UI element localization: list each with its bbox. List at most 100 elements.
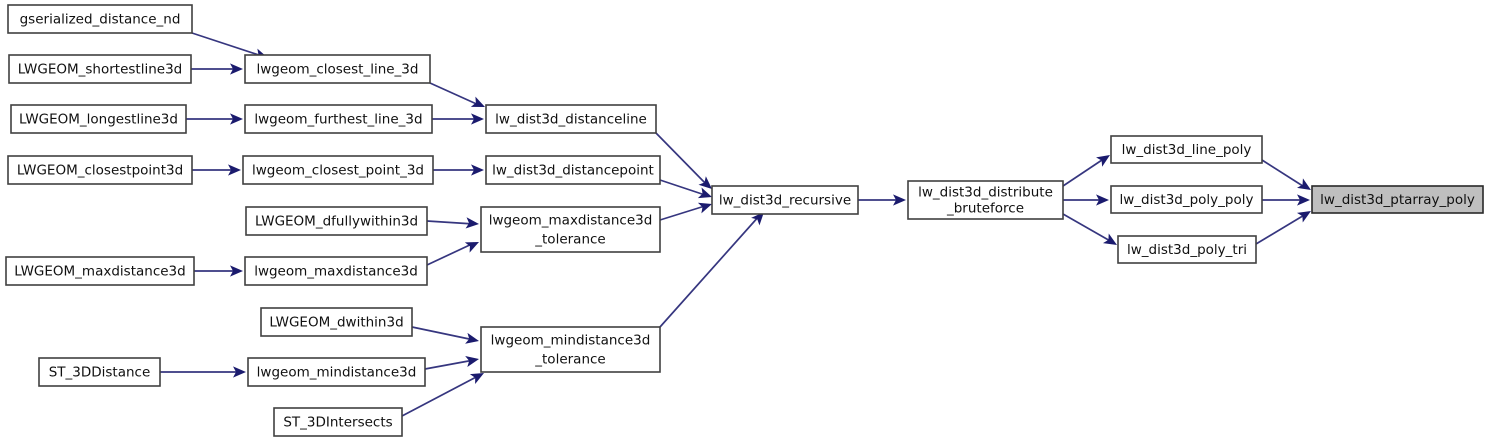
- node-box[interactable]: [244, 104, 433, 134]
- node-label: lw_dist3d_recursive: [719, 193, 851, 209]
- node-box[interactable]: [485, 155, 661, 185]
- node-lw_dist3d_poly_poly[interactable]: lw_dist3d_poly_poly: [1110, 185, 1263, 214]
- node-label: LWGEOM_dfullywithin3d: [255, 214, 418, 230]
- node-box[interactable]: [907, 180, 1064, 220]
- node-lw_dist3d_line_poly[interactable]: lw_dist3d_line_poly: [1110, 135, 1263, 164]
- edges-layer: [160, 32, 1307, 417]
- arrowhead: [751, 212, 764, 226]
- node-label: lw_dist3d_line_poly: [1122, 142, 1252, 158]
- arrowhead: [893, 194, 906, 206]
- arrowhead: [1102, 233, 1117, 245]
- node-lw_dist3d_distancepoint[interactable]: lw_dist3d_distancepoint: [485, 155, 661, 185]
- node-box[interactable]: [7, 4, 193, 34]
- node-label-line1: lwgeom_maxdistance3d: [489, 213, 653, 229]
- node-box[interactable]: [1117, 235, 1257, 264]
- node-ST_3DDistance[interactable]: ST_3DDistance: [38, 357, 161, 387]
- edge-LWGEOM_dwithin3d-to-lwgeom_mindistance3d_tolerance: [411, 326, 475, 341]
- edge-lw_dist3d_poly_tri-to-lw_dist3d_ptarray_poly: [1255, 213, 1307, 245]
- arrowhead: [230, 265, 243, 277]
- edge-lw_dist3d_line_poly-to-lw_dist3d_ptarray_poly: [1261, 159, 1307, 189]
- node-lw_dist3d_ptarray_poly[interactable]: lw_dist3d_ptarray_poly: [1311, 185, 1484, 214]
- node-box[interactable]: [10, 104, 187, 134]
- arrowheads-layer: [228, 48, 1311, 385]
- arrowhead: [464, 242, 479, 253]
- arrowhead: [465, 217, 479, 229]
- node-label: LWGEOM_closestpoint3d: [17, 163, 183, 179]
- node-label: lw_dist3d_ptarray_poly: [1320, 192, 1475, 208]
- node-lwgeom_maxdistance3d[interactable]: lwgeom_maxdistance3d: [244, 256, 428, 286]
- node-box[interactable]: [38, 357, 161, 387]
- node-label: lwgeom_mindistance3d: [257, 365, 417, 381]
- node-LWGEOM_dfullywithin3d[interactable]: LWGEOM_dfullywithin3d: [245, 206, 428, 236]
- node-label: gserialized_distance_nd: [20, 12, 181, 28]
- edge-lw_dist3d_distancepoint-to-lw_dist3d_recursive: [659, 179, 709, 197]
- node-LWGEOM_longestline3d[interactable]: LWGEOM_longestline3d: [10, 104, 187, 134]
- arrowhead: [469, 373, 484, 385]
- arrowhead: [465, 355, 479, 367]
- node-box[interactable]: [5, 256, 195, 286]
- arrowhead: [465, 332, 479, 344]
- arrowhead: [697, 187, 712, 199]
- node-LWGEOM_shortestline3d[interactable]: LWGEOM_shortestline3d: [8, 54, 192, 84]
- node-box[interactable]: [485, 104, 657, 134]
- node-lwgeom_closest_line_3d[interactable]: lwgeom_closest_line_3d: [244, 54, 431, 84]
- edge-lwgeom_mindistance3d-to-lwgeom_mindistance3d_tolerance: [424, 359, 475, 370]
- nodes-layer: gserialized_distance_ndLWGEOM_shortestli…: [5, 4, 1484, 437]
- node-label-line1: lwgeom_mindistance3d: [491, 333, 651, 349]
- arrowhead: [1297, 178, 1311, 190]
- node-label-line2: _bruteforce: [946, 200, 1024, 216]
- node-gserialized_distance_nd[interactable]: gserialized_distance_nd: [7, 4, 193, 34]
- node-lwgeom_mindistance3d[interactable]: lwgeom_mindistance3d: [247, 357, 426, 387]
- arrowhead: [698, 176, 712, 189]
- arrowhead: [233, 366, 246, 378]
- node-lwgeom_closest_point_3d[interactable]: lwgeom_closest_point_3d: [242, 155, 434, 185]
- node-box[interactable]: [711, 185, 859, 215]
- node-lw_dist3d_poly_tri[interactable]: lw_dist3d_poly_tri: [1117, 235, 1257, 264]
- node-label-line2: _tolerance: [534, 351, 605, 367]
- node-label-line2: _tolerance: [534, 231, 605, 247]
- edge-LWGEOM_dfullywithin3d-to-lwgeom_maxdistance3d_tolerance: [426, 220, 475, 225]
- node-label: LWGEOM_dwithin3d: [269, 315, 403, 331]
- node-label: lw_dist3d_distancepoint: [492, 163, 654, 179]
- edge-lwgeom_mindistance3d_tolerance-to-lw_dist3d_recursive: [659, 214, 761, 328]
- arrowhead: [1096, 155, 1110, 167]
- node-box[interactable]: [247, 357, 426, 387]
- node-box[interactable]: [244, 256, 428, 286]
- node-label: lwgeom_closest_line_3d: [257, 62, 419, 78]
- node-box[interactable]: [244, 54, 431, 84]
- node-box[interactable]: [1110, 185, 1263, 214]
- node-label: lwgeom_closest_point_3d: [252, 163, 424, 179]
- node-lwgeom_mindistance3d_tolerance[interactable]: lwgeom_mindistance3d _tolerance: [480, 326, 661, 373]
- node-LWGEOM_maxdistance3d[interactable]: LWGEOM_maxdistance3d: [5, 256, 195, 286]
- node-label: lw_dist3d_poly_tri: [1127, 242, 1247, 258]
- node-box[interactable]: [7, 155, 193, 185]
- node-box[interactable]: [1110, 135, 1263, 164]
- node-box[interactable]: [245, 206, 428, 236]
- node-box[interactable]: [480, 206, 661, 253]
- node-lw_dist3d_recursive[interactable]: lw_dist3d_recursive: [711, 185, 859, 215]
- arrowhead: [228, 164, 241, 176]
- edge-lwgeom_maxdistance3d_tolerance-to-lw_dist3d_recursive: [659, 204, 709, 221]
- node-LWGEOM_dwithin3d[interactable]: LWGEOM_dwithin3d: [260, 307, 413, 337]
- node-lwgeom_maxdistance3d_tolerance[interactable]: lwgeom_maxdistance3d _tolerance: [480, 206, 661, 253]
- node-label-line1: lw_dist3d_distribute: [918, 184, 1053, 200]
- edge-lw_dist3d_distribute_bruteforce-to-lw_dist3d_poly_tri: [1062, 213, 1113, 243]
- node-box[interactable]: [273, 407, 403, 437]
- edge-gserialized_distance_nd-to-lwgeom_closest_line_3d: [191, 32, 269, 59]
- node-box[interactable]: [260, 307, 413, 337]
- node-box[interactable]: [8, 54, 192, 84]
- node-box[interactable]: [480, 326, 661, 373]
- node-LWGEOM_closestpoint3d[interactable]: LWGEOM_closestpoint3d: [7, 155, 193, 185]
- node-lw_dist3d_distanceline[interactable]: lw_dist3d_distanceline: [485, 104, 657, 134]
- node-lwgeom_furthest_line_3d[interactable]: lwgeom_furthest_line_3d: [244, 104, 433, 134]
- node-lw_dist3d_distribute_bruteforce[interactable]: lw_dist3d_distribute_bruteforce: [907, 180, 1064, 220]
- arrowhead: [471, 113, 484, 125]
- arrowhead: [1297, 194, 1310, 206]
- node-box[interactable]: [1311, 185, 1484, 214]
- arrowhead: [470, 96, 485, 107]
- node-label: LWGEOM_maxdistance3d: [14, 264, 185, 280]
- node-box[interactable]: [242, 155, 434, 185]
- node-ST_3DIntersects[interactable]: ST_3DIntersects: [273, 407, 403, 437]
